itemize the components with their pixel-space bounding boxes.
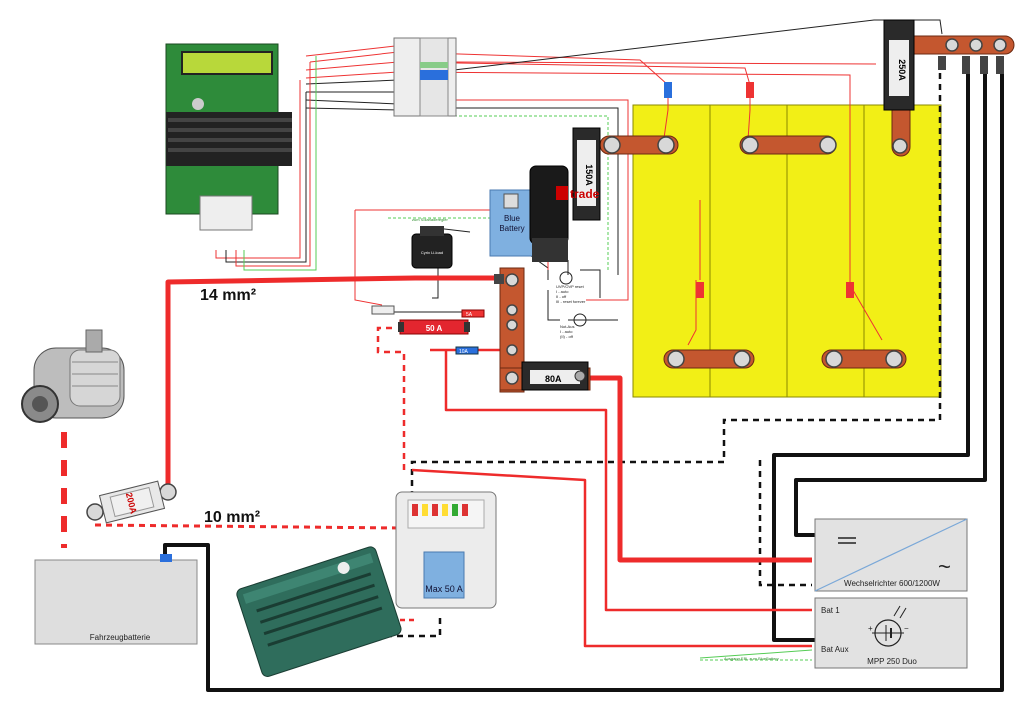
fuse-250a-label: 250A [897, 59, 907, 81]
busbar-bot-right [821, 349, 907, 369]
lcd-display [181, 51, 273, 75]
fuse-150a: 150A [572, 127, 601, 221]
ltrade-logo: trade [570, 187, 600, 201]
relay-max50 [423, 551, 465, 599]
solar-note: zum Solarladeregler [412, 217, 448, 222]
battery-charger [236, 546, 402, 677]
notaus-note-3: (II) - off [560, 334, 574, 339]
inline-fuses: 5A 10A [371, 82, 854, 355]
fuse-box: Max 50 A [395, 491, 497, 609]
mppt-label: MPP 250 Duo [867, 657, 917, 666]
uvp-note-1: UVP/OVP reset [556, 284, 585, 289]
switch-symbols [559, 271, 587, 327]
cyrix-relay: Cyrix Li-load [411, 226, 453, 269]
terminal-block [393, 37, 457, 117]
notaus-note-2: I - auto [560, 329, 573, 334]
mppt-bataux-label: Bat Aux [821, 645, 849, 654]
fuse-50a-label: 50 A [426, 324, 443, 333]
signal-wires [215, 19, 943, 661]
mppt-bat1-label: Bat 1 [821, 606, 840, 615]
busbar-bot-left [663, 349, 755, 369]
blue-battery-label-2: Battery [499, 224, 524, 233]
mppt-controller: + − Bat 1 Bat Aux MPP 250 Duo [814, 597, 968, 669]
vehicle-battery: Fahrzeugbatterie [34, 554, 198, 645]
ac-tilde: ~ [938, 554, 951, 579]
fuse-150a-label: 150A [584, 164, 594, 186]
positive-cables [165, 275, 812, 648]
uvp-note-3: II - off [556, 294, 567, 299]
fuse-250a: 250A [883, 19, 915, 111]
uvp-note-2: I - auto [556, 289, 569, 294]
svg-text:−: − [904, 624, 909, 633]
vehicle-battery-label: Fahrzeugbatterie [90, 633, 151, 642]
fuse-50a: 50 A [398, 319, 470, 335]
inverter: ~ Wechselrichter 600/1200W [814, 518, 968, 592]
uvp-note-4: III - reset forever [556, 299, 586, 304]
ebl-note: Ausgang EBL zum BlueBattery [724, 656, 779, 661]
alternator [21, 329, 125, 423]
notaus-note-1: Not-Aus [560, 324, 574, 329]
svg-text:+: + [868, 624, 873, 633]
ltrade-relay: trade [529, 165, 600, 262]
negative-cables [163, 68, 1004, 692]
blue-battery-block: Blue Battery [489, 189, 535, 257]
fuse-80a: 80A [521, 361, 589, 391]
inverter-label: Wechselrichter 600/1200W [844, 579, 940, 588]
relay-max50-label: Max 50 A [425, 584, 463, 594]
blue-battery-label-1: Blue [504, 214, 521, 223]
wire-size-14: 14 mm² [200, 287, 256, 304]
battery-monitor-board [165, 43, 292, 231]
wire-size-10: 10 mm² [204, 509, 260, 526]
small-fuse-1-label: 5A [466, 312, 473, 318]
negative-signal-dashed [380, 62, 942, 638]
cyrix-label: Cyrix Li-load [421, 250, 443, 255]
small-fuse-2-label: 10A [459, 349, 469, 355]
terminal-lugs [494, 56, 1004, 284]
fuse-80a-label: 80A [545, 374, 562, 384]
positive-cables-dashed [61, 326, 418, 622]
fuse-200a: 200A [98, 480, 166, 524]
